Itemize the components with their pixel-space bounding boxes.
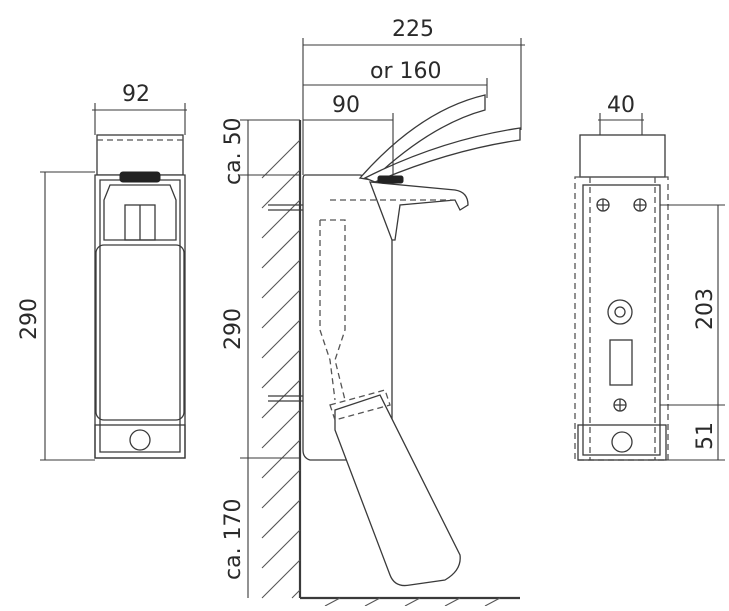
- side-lever-label: or 160: [370, 59, 442, 84]
- front-height-label: 290: [17, 298, 42, 340]
- front-top-bracket: [96, 134, 184, 176]
- side-lever: [358, 94, 486, 181]
- rear-bottom-label: 51: [693, 422, 718, 450]
- rear-mounting-label: 203: [693, 288, 718, 330]
- rear-lock: [607, 299, 633, 325]
- side-nozzle: [369, 181, 469, 241]
- rear-width-label: 40: [607, 93, 635, 118]
- front-pump-head: [119, 171, 161, 183]
- side-floor-clearance-label: ca. 170: [221, 498, 246, 580]
- front-view: 92 290: [17, 82, 187, 461]
- rear-view: 40 203 51: [574, 93, 725, 461]
- wall-hatching: [261, 139, 501, 607]
- side-top-clearance-label: ca. 50: [221, 117, 246, 185]
- front-base: [94, 424, 186, 459]
- side-height-label: 290: [221, 308, 246, 350]
- front-width-label: 92: [122, 82, 150, 107]
- side-total-label: 225: [392, 17, 434, 42]
- side-depth-label: 90: [332, 93, 360, 118]
- side-view: 225 or 160 90 ca. 50 290 ca. 170: [221, 17, 525, 607]
- rear-housing-outline: [574, 176, 669, 461]
- side-lever-long: [363, 127, 521, 183]
- rear-top-bracket: [579, 134, 666, 178]
- front-bottle: [95, 244, 185, 421]
- side-tilted-bottle: [334, 394, 461, 587]
